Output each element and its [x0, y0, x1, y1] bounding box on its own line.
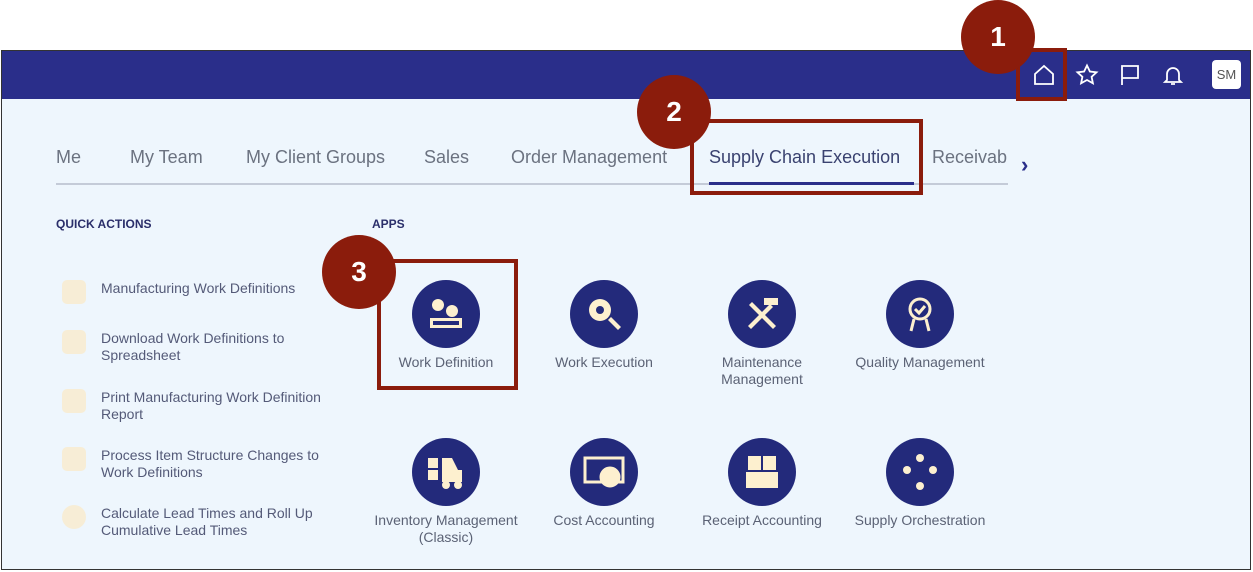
quick-action-item[interactable]: Process Item Structure Changes to Work D…: [62, 447, 322, 481]
user-avatar[interactable]: SM: [1212, 60, 1241, 89]
report-icon: [62, 389, 86, 413]
gear-wrench-icon: [570, 280, 638, 348]
gears-ruler-icon: [412, 280, 480, 348]
tab-my-client-groups[interactable]: My Client Groups: [246, 147, 386, 167]
quick-action-item[interactable]: Download Work Definitions to Spreadsheet: [62, 330, 322, 364]
app-receipt-accounting[interactable]: Receipt Accounting: [687, 438, 837, 529]
annotation-box-app: [377, 259, 518, 390]
home-icon[interactable]: [1032, 63, 1056, 87]
work-definitions-icon: [62, 280, 86, 304]
money-chart-icon: [570, 438, 638, 506]
award-ribbon-icon: [886, 280, 954, 348]
quick-actions-title: QUICK ACTIONS: [56, 217, 152, 231]
tab-supply-chain-execution[interactable]: Supply Chain Execution: [709, 147, 914, 185]
annotation-step-3: 3: [322, 235, 396, 309]
apps-title: APPS: [372, 217, 405, 231]
lead-time-icon: [62, 505, 86, 529]
app-quality-management[interactable]: Quality Management: [845, 280, 995, 371]
flag-icon[interactable]: [1118, 63, 1142, 87]
app-work-execution[interactable]: Work Execution: [529, 280, 679, 371]
quick-action-item[interactable]: Calculate Lead Times and Roll Up Cumulat…: [62, 505, 322, 539]
annotation-step-1: 1: [961, 0, 1035, 74]
app-supply-orchestration[interactable]: Supply Orchestration: [845, 438, 995, 529]
chevron-right-icon[interactable]: ›: [1021, 152, 1029, 177]
boxes-icon: [728, 438, 796, 506]
tab-bar: Me My Team My Client Groups Sales Order …: [56, 147, 1008, 185]
app-work-definition[interactable]: Work Definition: [371, 280, 521, 371]
quick-action-item[interactable]: Print Manufacturing Work Definition Repo…: [62, 389, 322, 423]
app-window: SM Me My Team My Client Groups Sales Ord…: [1, 50, 1251, 570]
annotation-box-home: [1016, 48, 1067, 101]
tab-me[interactable]: Me: [56, 147, 82, 167]
hammer-wrench-icon: [728, 280, 796, 348]
tab-my-team[interactable]: My Team: [130, 147, 203, 167]
tab-sales[interactable]: Sales: [424, 147, 470, 167]
bell-icon[interactable]: [1161, 63, 1185, 87]
global-header: SM: [2, 51, 1250, 99]
app-maintenance-management[interactable]: Maintenance Management: [687, 280, 837, 388]
tab-order-management[interactable]: Order Management: [511, 147, 668, 167]
spreadsheet-icon: [62, 330, 86, 354]
star-icon[interactable]: [1075, 63, 1099, 87]
annotation-step-2: 2: [637, 75, 711, 149]
forklift-icon: [412, 438, 480, 506]
quick-action-item[interactable]: Manufacturing Work Definitions: [62, 280, 322, 304]
structure-changes-icon: [62, 447, 86, 471]
annotation-box-tab: [690, 119, 923, 195]
cycle-icon: [886, 438, 954, 506]
app-inventory-management[interactable]: Inventory Management (Classic): [371, 438, 521, 546]
app-cost-accounting[interactable]: Cost Accounting: [529, 438, 679, 529]
tab-receivables[interactable]: Receivable: [932, 147, 1008, 167]
